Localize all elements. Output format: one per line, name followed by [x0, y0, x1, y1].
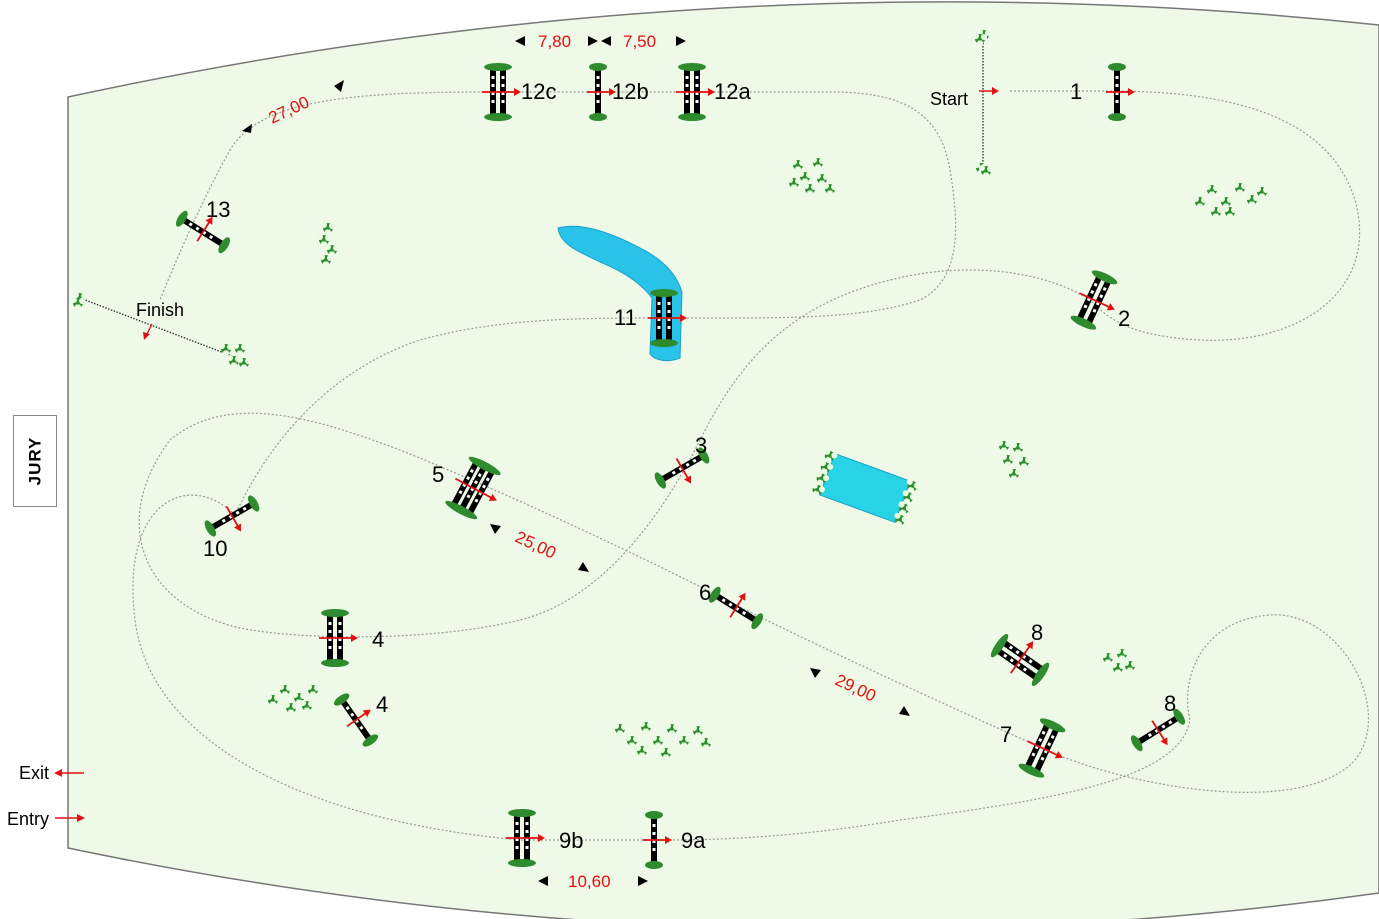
obstacle-2	[1070, 270, 1118, 330]
entry-label: Entry	[7, 809, 49, 829]
obstacle-12b	[587, 63, 616, 121]
direction-arrow	[643, 836, 672, 844]
direction-arrow	[675, 458, 691, 484]
direction-arrow	[1027, 740, 1063, 759]
label-12a: 12a	[714, 79, 751, 104]
obstacle-1	[1106, 63, 1135, 121]
obstacle-4b	[333, 693, 379, 747]
distance-9: 10,60	[538, 872, 648, 891]
distance-label: 7,80	[538, 32, 571, 51]
label-8b: 8	[1164, 691, 1176, 716]
jury-box: JURY	[13, 415, 57, 507]
direction-arrow	[1010, 641, 1034, 674]
entry-arrow	[55, 814, 85, 822]
label-2: 2	[1118, 306, 1130, 331]
obstacle-5	[445, 456, 501, 520]
obstacle-8b	[1130, 708, 1186, 752]
obstacle-12a	[676, 63, 715, 121]
exit-arrow	[54, 769, 84, 777]
label-12c: 12c	[521, 79, 556, 104]
finish-label: Finish	[136, 300, 184, 320]
obstacle-10	[204, 495, 260, 537]
direction-arrow	[729, 592, 746, 618]
label-12b: 12b	[612, 79, 649, 104]
start-arrow	[979, 87, 999, 95]
finish-arrow	[143, 323, 153, 340]
obstacle-13	[175, 210, 231, 254]
direction-arrow	[506, 834, 545, 842]
label-1: 1	[1070, 79, 1082, 104]
water-stream	[557, 225, 683, 362]
label-13: 13	[206, 197, 230, 222]
label-4b: 4	[376, 692, 388, 717]
obstacle-7	[1018, 718, 1066, 778]
direction-arrow	[196, 216, 213, 242]
finish-line	[79, 297, 233, 357]
direction-arrow	[587, 88, 616, 96]
obstacle-12c	[482, 63, 521, 121]
obstacle-4a	[319, 609, 358, 667]
jury-label: JURY	[25, 436, 44, 486]
arena-outline	[67, 1, 1379, 919]
direction-arrow	[648, 314, 687, 322]
direction-arrow	[1106, 88, 1135, 96]
distance-12c-12b: 7,80	[515, 32, 598, 51]
direction-arrow	[454, 477, 497, 501]
label-8a: 8	[1031, 620, 1043, 645]
exit-label: Exit	[19, 763, 49, 783]
label-4a: 4	[372, 627, 384, 652]
label-9a: 9a	[681, 828, 706, 853]
label-11: 11	[614, 305, 637, 330]
obstacles-layer	[175, 63, 1186, 869]
water-pool	[808, 448, 922, 529]
label-9b: 9b	[559, 828, 583, 853]
direction-arrow	[319, 634, 358, 642]
direction-arrow	[346, 709, 371, 728]
label-7: 7	[1000, 722, 1012, 747]
obstacle-11	[648, 289, 687, 347]
label-5: 5	[432, 462, 444, 487]
direction-arrow	[225, 506, 241, 532]
direction-arrow	[676, 88, 715, 96]
direction-arrow	[482, 88, 521, 96]
direction-arrow	[1151, 720, 1168, 746]
label-6: 6	[699, 580, 711, 605]
obstacle-8a	[990, 633, 1050, 687]
obstacle-3	[654, 447, 710, 489]
start-label: Start	[930, 89, 968, 109]
distance-label: 10,60	[568, 872, 611, 891]
label-10: 10	[203, 536, 227, 561]
distance-label: 7,50	[623, 32, 656, 51]
direction-arrow	[1079, 292, 1115, 311]
distance-12b-12a: 7,50	[601, 32, 686, 51]
obstacle-9a	[643, 811, 672, 869]
label-3: 3	[695, 433, 707, 458]
obstacle-9b	[506, 809, 545, 867]
obstacle-6	[708, 586, 764, 630]
